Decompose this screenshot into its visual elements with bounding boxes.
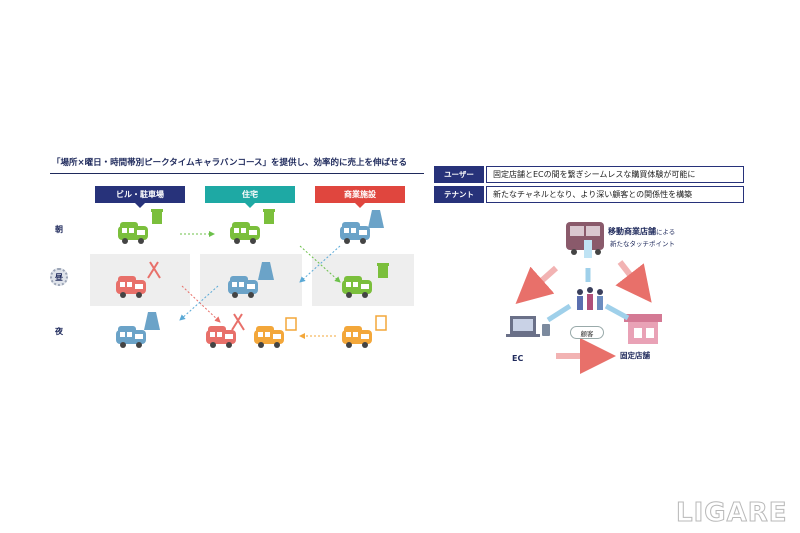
- title-underline: [50, 173, 424, 174]
- jacket-icon: [144, 312, 160, 330]
- arrow-red-cross: [181, 285, 221, 323]
- row-label-noon: 昼: [50, 268, 68, 286]
- van-orange-commercial-night: [342, 326, 372, 348]
- touchpoint-label: 新たなタッチポイント: [610, 240, 675, 248]
- user-description: 固定店舗とECの間を繋ぎシームレスな購買体験が可能に: [486, 166, 744, 183]
- van-orange-residential-night: [254, 326, 284, 348]
- left-panel-title: 「場所×曜日・時間帯別ピークタイムキャラバンコース」を提供し、効率的に売上を伸ば…: [52, 158, 408, 168]
- customers-icon: [577, 287, 603, 310]
- tenant-tag: テナント: [434, 186, 484, 203]
- hand-icon: [285, 317, 297, 331]
- coffee-icon: [151, 209, 163, 224]
- van-green-building-morning: [118, 222, 148, 244]
- ec-label: EC: [512, 354, 524, 363]
- arrow-ec-to-customer: [546, 303, 572, 323]
- mobile-store-truck-icon: [566, 222, 604, 255]
- jacket-icon: [258, 262, 274, 280]
- coffee-icon: [377, 263, 389, 278]
- laptop-icon: [506, 316, 550, 337]
- van-blue-residential-noon: [228, 276, 258, 298]
- mobile-store-label: 移動商業店舗による: [608, 227, 676, 236]
- arrow-store-to-customer: [604, 303, 630, 321]
- cutlery-icon: [231, 313, 245, 331]
- tenant-description: 新たなチャネルとなり、より深い顧客との関係性を構築: [486, 186, 744, 203]
- arrow-blue-cross: [299, 245, 341, 283]
- arrow-green-cross: [299, 245, 341, 283]
- van-red-building-noon: [116, 276, 146, 298]
- user-tag: ユーザー: [434, 166, 484, 183]
- van-blue-commercial-morning: [340, 222, 370, 244]
- arrow-truck-to-store: [615, 260, 652, 303]
- jacket-icon: [368, 210, 384, 228]
- arrow-blue-cross-night: [179, 285, 219, 321]
- van-green-commercial-noon: [342, 276, 372, 298]
- customer-label: 顧客: [570, 326, 604, 339]
- column-header-building-parking: ビル・駐車場: [95, 186, 185, 208]
- row-label-night: 夜: [55, 326, 63, 336]
- cutlery-icon: [147, 261, 161, 279]
- van-green-residential-morning: [230, 222, 260, 244]
- ligare-logo: LIGARE: [676, 498, 788, 529]
- column-header-residential: 住宅: [205, 186, 295, 208]
- arrow-truck-to-ec: [515, 265, 558, 304]
- row-label-morning: 朝: [55, 224, 63, 234]
- fixed-store-icon: [624, 314, 662, 344]
- column-header-commercial: 商業施設: [315, 186, 405, 208]
- fixed-store-label: 固定店舗: [620, 351, 650, 360]
- coffee-icon: [263, 209, 275, 224]
- hand-icon: [375, 315, 387, 331]
- van-blue-building-night: [116, 326, 146, 348]
